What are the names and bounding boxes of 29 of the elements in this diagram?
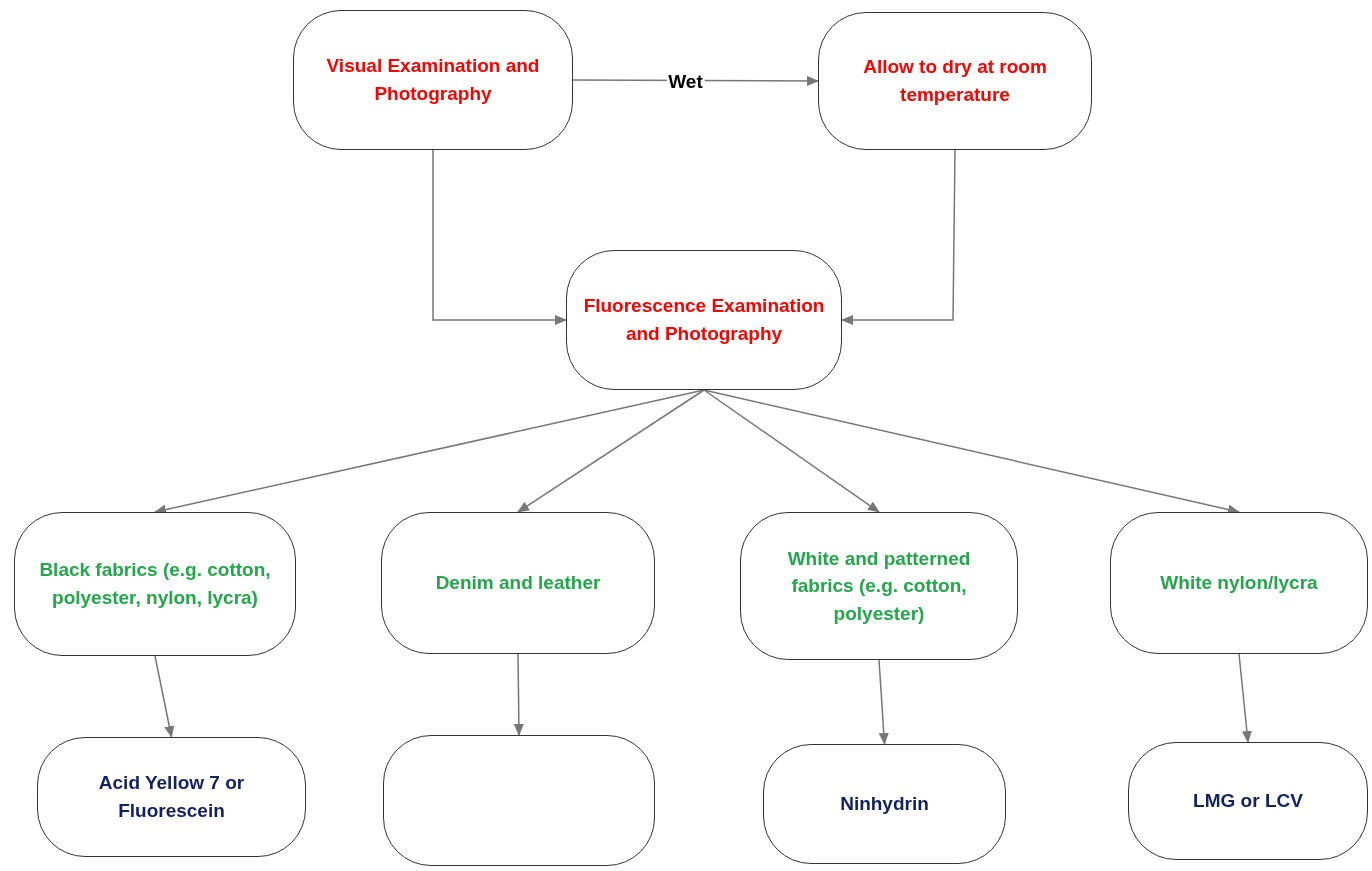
arrow [432, 149, 567, 325]
process-box [293, 10, 573, 150]
process-box [37, 737, 306, 857]
arrow [1238, 653, 1252, 743]
node-text: Visual Examination and Photography [325, 54, 541, 106]
process-box [763, 744, 1006, 864]
process-box [1128, 742, 1368, 860]
node-text: Ninhydrin [840, 792, 929, 817]
node-text: Acid Yellow 7 or Fluorescein [97, 771, 246, 823]
process-box [566, 250, 842, 390]
node-text: Fluorescence Examination and Photography [583, 294, 825, 346]
node-text: Denim and leather [435, 571, 601, 596]
node-text: LMG or LCV [1193, 789, 1303, 814]
arrow [513, 653, 524, 736]
node-text: White nylon/lycra [1160, 571, 1318, 596]
node-text: White and patterned fabrics (e.g. cotton, polyester) [786, 546, 972, 626]
arrow [154, 655, 175, 738]
process-box [1110, 512, 1368, 654]
process-box [381, 512, 655, 654]
process-box [740, 512, 1018, 660]
process-box [818, 12, 1092, 150]
arrow [878, 659, 889, 745]
process-box [14, 512, 296, 656]
node-text: Allow to dry at room temperature [862, 55, 1048, 107]
arrow [517, 389, 705, 513]
arrow [841, 149, 956, 325]
arrow [703, 389, 880, 513]
node-text: Black fabrics (e.g. cotton, polyester, nylon, lycra) [38, 558, 272, 610]
empty-box [383, 735, 655, 866]
